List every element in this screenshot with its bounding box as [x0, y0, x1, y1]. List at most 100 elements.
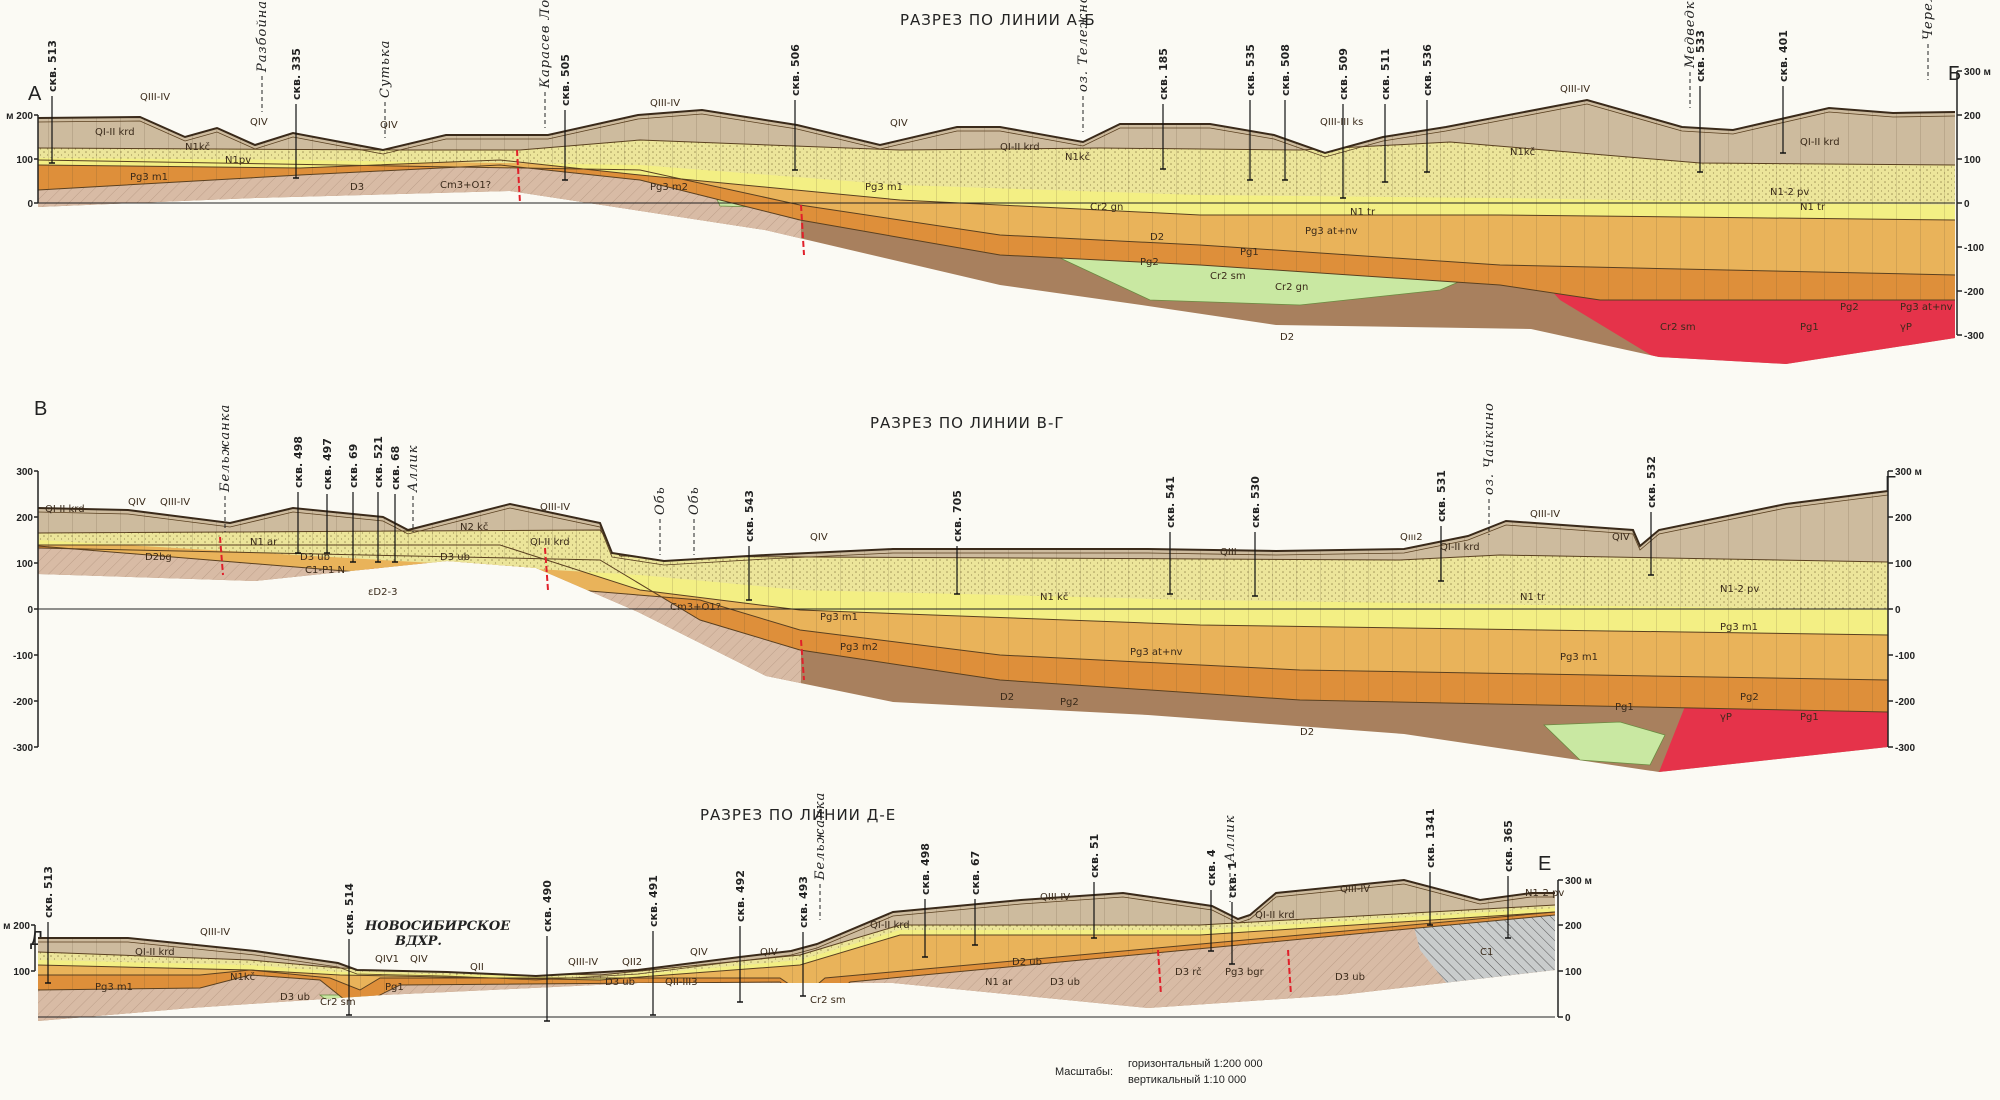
layer-boundary	[38, 159, 1955, 276]
cretaceous-lens	[1543, 721, 1666, 766]
stratigraphic-index: QI-II krd	[1000, 142, 1040, 153]
borehole-label: скв. 497	[321, 438, 334, 490]
stratigraphic-index: Cr2 gn	[1090, 202, 1123, 213]
axis-label: 0	[27, 199, 33, 210]
ground-surface	[37, 98, 1956, 155]
axis-label: 100	[1964, 155, 1981, 166]
stratigraphic-index: Pg2	[1840, 302, 1859, 313]
river-label: Черемшанка	[1921, 0, 1936, 40]
river-label: Разбойная	[255, 0, 270, 73]
axis-label: 0	[1964, 199, 1970, 210]
stratigraphic-index: Pg3 at+nv	[1130, 647, 1183, 658]
layer-boundary	[38, 164, 1955, 301]
soil-line	[38, 494, 1888, 566]
stratigraphic-index: Pg1	[1800, 322, 1819, 333]
borehole-label: скв. 4	[1205, 849, 1218, 886]
stratigraphic-index: Pg1	[1615, 702, 1634, 713]
axis-label: 300	[16, 467, 33, 478]
stratigraphic-index: QIII-IV	[1340, 884, 1370, 895]
stratigraphic-index: C1	[1480, 947, 1493, 958]
stratigraphic-index: Pg3 m1	[95, 982, 133, 993]
stratigraphic-index: C1-P1 N	[305, 565, 345, 576]
borehole-label: скв. 492	[734, 870, 747, 922]
stratigraphic-index: QI-II krd	[95, 127, 135, 138]
stratigraphic-index: N1kč	[185, 141, 210, 153]
stratigraphic-index: Cr2 gn	[1275, 282, 1308, 293]
stratigraphic-index: QIII	[1220, 547, 1237, 558]
axis-label: 300 м	[1895, 467, 1922, 478]
section-title-de: РАЗРЕЗ ПО ЛИНИИ Д-Е	[700, 806, 896, 824]
stratigraphic-index: N1 tr	[1800, 202, 1826, 213]
stratigraphic-index: D3 rč	[1175, 966, 1202, 978]
axis-label: 100	[16, 559, 33, 570]
axis-label: -300	[1964, 331, 1984, 342]
stratigraphic-index: QII2	[622, 957, 642, 968]
stratigraphic-index: N1 kč	[1040, 591, 1068, 603]
axis-label: м 200	[3, 921, 30, 932]
stratigraphic-index: QII	[470, 962, 484, 973]
borehole-label: скв. 541	[1164, 476, 1177, 528]
stratigraphic-index: QIII-IV	[1560, 84, 1590, 95]
axis-label: 100	[1895, 559, 1912, 570]
stratigraphic-index: γP	[1720, 712, 1732, 723]
fault-line	[800, 639, 805, 681]
borehole-label: скв. 508	[1279, 44, 1292, 96]
stratigraphic-index: εD2-3	[368, 587, 397, 598]
axis-label: -100	[1964, 243, 1984, 254]
borehole-label: скв. 509	[1337, 48, 1350, 100]
axis-label: 100	[13, 967, 30, 978]
stratigraphic-index: Pg1	[1800, 712, 1819, 723]
borehole-label: скв. 491	[647, 875, 660, 927]
stratigraphic-index: QIV	[1612, 532, 1630, 543]
borehole-label: скв. 335	[290, 48, 303, 100]
stratigraphic-index: QI-II krd	[1255, 910, 1295, 921]
river-label: Сутька	[378, 40, 393, 98]
stratigraphic-index: Cr2 sm	[1210, 271, 1246, 282]
stratigraphic-index: D2	[1280, 332, 1294, 343]
axis-label: 300 м	[1565, 876, 1592, 887]
stratigraphic-index: QIII-IV	[1530, 509, 1560, 520]
stratigraphic-index: Pg3 m2	[840, 642, 878, 653]
river-label: Медведка	[1683, 0, 1698, 69]
axis-label: -300	[1895, 743, 1915, 754]
axis-label: -300	[13, 743, 33, 754]
borehole-label: скв. 401	[1777, 30, 1790, 82]
stratigraphic-index: QIII-IV	[200, 927, 230, 938]
stratigraphic-index: Pg1	[1240, 247, 1259, 258]
axis-label: 200	[16, 513, 33, 524]
ground-surface	[37, 490, 1889, 563]
layer-boundary	[38, 139, 1955, 166]
stratigraphic-index: QIV1	[375, 954, 399, 965]
granite-intrusion	[1525, 258, 1955, 364]
borehole-label: скв. 530	[1249, 476, 1262, 528]
stratigraphic-index: Cm3+O1?	[670, 602, 721, 613]
stratigraphic-index: QI-II krd	[870, 920, 910, 931]
stratigraphic-index: QIII-IV	[140, 92, 170, 103]
stratigraphic-index: QII-III3	[665, 977, 698, 988]
soil-line	[38, 103, 1955, 158]
stratigraphic-index: QIII-IV	[650, 98, 680, 109]
stratigraphic-index: D3 ub	[440, 552, 470, 563]
river-label: Аллик	[1223, 814, 1238, 863]
stratigraphic-index: D3 ub	[280, 992, 310, 1003]
axis-label: 200	[1895, 513, 1912, 524]
stratigraphic-index: N1kč	[1510, 146, 1535, 158]
stratigraphic-index: Pg3 at+nv	[1305, 226, 1358, 237]
axis-label: 200	[1964, 111, 1981, 122]
stratigraphic-index: N1-2 pv	[1525, 888, 1564, 899]
stratigraphic-index: Pg3 m2	[650, 182, 688, 193]
borehole-label: скв. 532	[1645, 456, 1658, 508]
stratigraphic-index: γP	[1900, 322, 1912, 333]
cross-section-0	[34, 44, 1962, 364]
borehole-label: скв. 705	[951, 490, 964, 542]
borehole-label: скв. 67	[969, 851, 982, 895]
borehole-label: скв. 490	[541, 880, 554, 932]
stratigraphic-index: N1pv	[225, 155, 251, 166]
borehole-label: скв. 506	[789, 44, 802, 96]
stratigraphic-index: Pg3 m1	[130, 172, 168, 183]
borehole-label: скв. 493	[797, 876, 810, 928]
stratigraphic-index: QIII-IV	[1040, 892, 1070, 903]
stratigraphic-index: QIV	[810, 532, 828, 543]
stratigraphic-index: N1-2 pv	[1720, 584, 1759, 595]
